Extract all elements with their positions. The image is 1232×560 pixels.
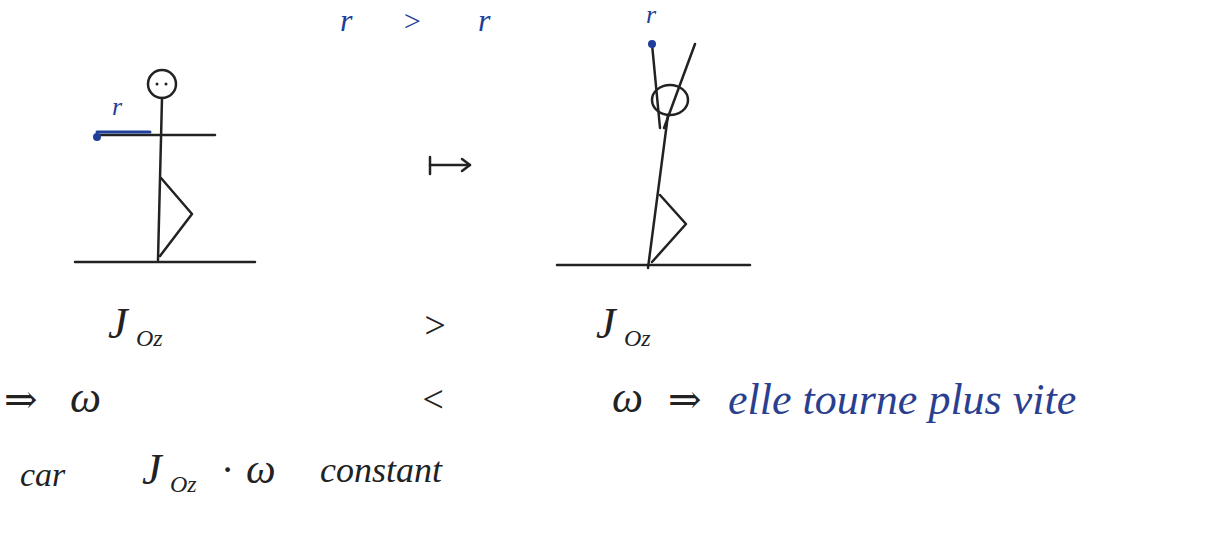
- subscript: Oz: [136, 326, 163, 350]
- comparison-sign: >: [422, 306, 448, 344]
- bent-leg: [652, 195, 686, 262]
- conclusion-note: elle tourne plus vite: [728, 378, 1076, 422]
- body-line: [648, 115, 668, 268]
- arm-line: [664, 44, 695, 128]
- inertia-symbol: J: [108, 302, 128, 346]
- radius-symbol: r: [478, 4, 490, 36]
- product-dot: ·: [222, 450, 232, 490]
- hand-dot: [93, 133, 101, 141]
- eye: [165, 83, 168, 86]
- radius-symbol: r: [340, 4, 352, 36]
- inertia-symbol: J: [142, 448, 162, 492]
- inertia-symbol: J: [596, 302, 616, 346]
- omega-symbol: ω: [246, 448, 276, 490]
- arm-line: [652, 44, 660, 128]
- maps-to-arrow: [430, 164, 470, 167]
- radius-line: [97, 131, 150, 134]
- hand-dot: [648, 40, 656, 48]
- bent-leg: [160, 178, 192, 256]
- note-word: car: [20, 458, 65, 492]
- ground-line: [75, 261, 255, 264]
- subscript: Oz: [170, 472, 197, 496]
- omega-symbol: ω: [612, 376, 643, 420]
- comparison-sign: >: [402, 6, 422, 36]
- implies-sign: ⇒: [4, 380, 38, 420]
- ground-line: [557, 264, 750, 267]
- head: [148, 70, 176, 98]
- eye: [156, 83, 159, 86]
- implies-sign: ⇒: [668, 380, 702, 420]
- radius-symbol: r: [112, 94, 122, 120]
- radius-symbol: r: [646, 2, 656, 28]
- arms-line: [97, 134, 215, 137]
- note-word: constant: [320, 452, 442, 488]
- comparison-sign: <: [420, 380, 446, 418]
- subscript: Oz: [624, 326, 651, 350]
- maps-to-arrow: [462, 159, 470, 171]
- omega-symbol: ω: [70, 376, 101, 420]
